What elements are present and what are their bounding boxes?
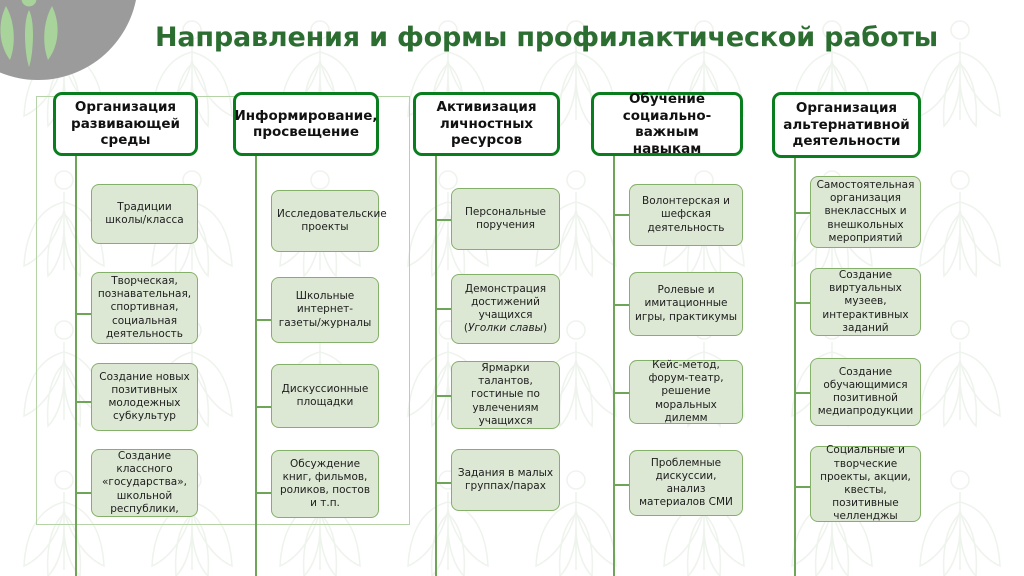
column-spine <box>75 156 77 576</box>
connector-stub <box>435 308 451 310</box>
connector-stub <box>794 212 810 214</box>
connector-stub <box>794 486 810 488</box>
column-item[interactable]: Создание новых позитивных молодежных суб… <box>91 363 198 431</box>
column-spine <box>613 156 615 576</box>
connector-stub <box>613 484 629 486</box>
column-organizaciya-alternativnoy-deyatelnosti: Организация альтернативной деятельности … <box>772 92 921 576</box>
connector-stub <box>255 492 271 494</box>
connector-stub <box>794 302 810 304</box>
connector-stub <box>75 313 91 315</box>
column-item[interactable]: Ролевые и имитационные игры, практикумы <box>629 272 743 336</box>
column-header[interactable]: Обучение социально-важным навыкам <box>591 91 743 157</box>
column-header[interactable]: Организация развивающей среды <box>53 92 198 156</box>
item-text-with-italic: Демонстрация достижений учащихся (Уголки… <box>463 282 548 335</box>
column-item[interactable]: Создание классного «государства», школьн… <box>91 449 198 517</box>
column-item[interactable]: Творческая, познавательная, спортивная, … <box>91 272 198 344</box>
column-item[interactable]: Создание виртуальных музеев, интерактивн… <box>810 268 921 336</box>
column-item[interactable]: Традиции школы/класса <box>91 184 198 244</box>
connector-stub <box>255 319 271 321</box>
column-item[interactable]: Школьные интернет-газеты/журналы <box>271 277 379 343</box>
connector-stub <box>435 219 451 221</box>
column-item[interactable]: Кейс-метод, форум-театр, решение моральн… <box>629 359 743 424</box>
column-item[interactable]: Дискуссионные площадки <box>271 364 379 428</box>
column-header[interactable]: Активизация личностных ресурсов <box>413 92 560 156</box>
column-header[interactable]: Организация альтернативной деятельности <box>772 92 921 158</box>
column-item[interactable]: Исследовательские проекты <box>271 190 387 252</box>
column-obuchenie-socialno-vazhnym-navykam: Обучение социально-важным навыкам Волонт… <box>591 91 743 576</box>
connector-stub <box>435 395 451 397</box>
column-item[interactable]: Демонстрация достижений учащихся (Уголки… <box>451 274 560 344</box>
column-organizaciya-razvivayushchey-sredy: Организация развивающей среды Традиции ш… <box>53 92 198 576</box>
connector-stub <box>255 406 271 408</box>
column-item[interactable]: Обсуждение книг, фильмов, роликов, посто… <box>271 450 379 518</box>
column-item[interactable]: Ярмарки талантов, гостиные по увлечениям… <box>451 361 560 429</box>
column-item[interactable]: Волонтерская и шефская деятельность <box>629 184 743 246</box>
connector-stub <box>75 401 91 403</box>
connector-stub <box>794 392 810 394</box>
connector-stub <box>613 304 629 306</box>
connector-stub <box>613 392 629 394</box>
column-spine <box>794 158 796 576</box>
column-item[interactable]: Проблемные дискуссии, анализ материалов … <box>629 450 743 516</box>
connector-stub <box>613 214 629 216</box>
column-header[interactable]: Информирование, просвещение <box>233 92 379 156</box>
column-item[interactable]: Создание обучающимися позитивной медиапр… <box>810 358 921 426</box>
column-aktivizaciya-lichnostnyh-resursov: Активизация личностных ресурсов Персонал… <box>413 92 560 576</box>
connector-stub <box>75 492 91 494</box>
column-item[interactable]: Самостоятельная организация внеклассных … <box>810 176 921 248</box>
column-item[interactable]: Персональные поручения <box>451 188 560 250</box>
column-item[interactable]: Задания в малых группах/парах <box>451 449 560 511</box>
column-informirovanie-prosveshchenie: Информирование, просвещение Исследовател… <box>233 92 387 576</box>
connector-stub <box>435 482 451 484</box>
column-spine <box>255 156 257 576</box>
column-item[interactable]: Социальные и творческие проекты, акции, … <box>810 444 921 522</box>
